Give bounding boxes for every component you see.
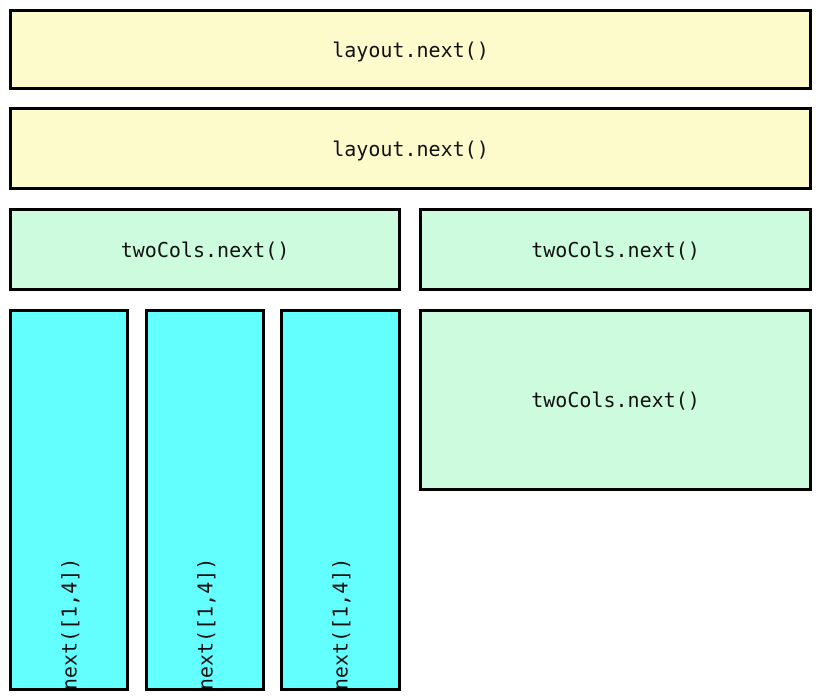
grid-cell-twocols-right-top: twoCols.next() bbox=[419, 208, 812, 291]
grid-cell-inner-col-1: inner.next([1,4]) bbox=[9, 309, 129, 691]
grid-cell-label: inner.next([1,4]) bbox=[57, 557, 82, 691]
grid-cell-inner-col-3: inner.next([1,4]) bbox=[280, 309, 401, 691]
grid-cell-label: twoCols.next() bbox=[120, 237, 290, 262]
grid-cell-label: inner.next([1,4]) bbox=[328, 557, 353, 691]
grid-cell-label: twoCols.next() bbox=[531, 237, 700, 262]
grid-cell-label: inner.next([1,4]) bbox=[193, 557, 218, 691]
grid-cell-twocols-right-bottom: twoCols.next() bbox=[419, 309, 812, 491]
grid-cell-layout-row-2: layout.next() bbox=[9, 107, 812, 190]
grid-cell-layout-row-1: layout.next() bbox=[9, 9, 812, 90]
grid-cell-label: layout.next() bbox=[332, 37, 489, 62]
grid-cell-label: layout.next() bbox=[332, 136, 489, 161]
grid-cell-twocols-left-top: twoCols.next() bbox=[9, 208, 401, 291]
grid-cell-label: twoCols.next() bbox=[531, 388, 700, 412]
grid-cell-inner-col-2: inner.next([1,4]) bbox=[145, 309, 265, 691]
